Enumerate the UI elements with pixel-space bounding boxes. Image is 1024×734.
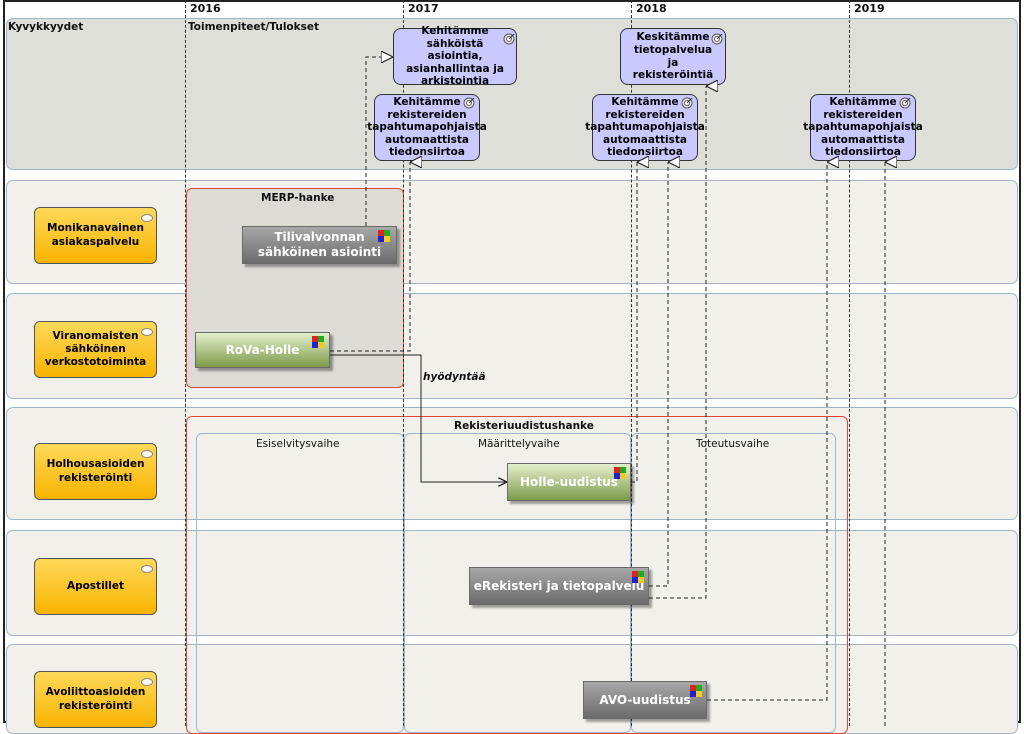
connector-rova-goal3: [330, 162, 410, 352]
connector-rova-holle-hyodyntaa: [330, 354, 507, 482]
year-2016: 2016: [190, 2, 221, 15]
year-line-2018: [631, 0, 632, 726]
target-icon: [711, 33, 723, 45]
year-2018: 2018: [636, 2, 667, 15]
cloud-icon: [141, 565, 153, 573]
connector-erekisteri-goal4: [649, 162, 668, 587]
project-avo-uudistus[interactable]: AVO-uudistus: [583, 681, 707, 719]
phase-maarittely-label: Määrittelyvaihe: [478, 438, 560, 450]
project-icon: [312, 336, 324, 348]
cloud-icon: [141, 450, 153, 458]
connector-tilivalvonta-goal1: [365, 57, 393, 226]
program-merp-label: MERP-hanke: [261, 192, 335, 204]
capability-monikanavainen-asiakaspalvelu[interactable]: Monikanavainen asiakaspalvelu: [34, 207, 157, 264]
goal-tiedonsiirto-2017[interactable]: Kehitämme rekistereiden tapahtumapohjais…: [367, 94, 487, 161]
project-icon: [378, 230, 390, 242]
relation-label-hyodyntaa: hyödyntää: [423, 371, 486, 383]
year-line-2019: [849, 0, 850, 726]
capabilities-header: Kyvykkyydet: [8, 21, 84, 33]
project-tilivalvonta[interactable]: Tilivalvonnan sähköinen asiointi: [242, 226, 397, 264]
connector-erekisteri-goal2: [649, 86, 706, 599]
cloud-icon: [141, 214, 153, 222]
capability-avoliittoasioiden-rekisterointi[interactable]: Avoliittoasioiden rekisteröinti: [34, 671, 157, 728]
connector-holle-goal4: [631, 162, 637, 483]
cloud-icon: [141, 678, 153, 686]
project-icon: [614, 467, 626, 479]
year-line-2016: [185, 0, 186, 726]
year-2017: 2017: [408, 2, 439, 15]
target-icon: [681, 97, 693, 109]
year-2019: 2019: [854, 2, 885, 15]
year-line-2017: [403, 0, 404, 726]
phase-esiselvitys-label: Esiselvitysvaihe: [256, 438, 340, 450]
connector-avo-goal5: [707, 162, 827, 701]
project-erekisteri[interactable]: eRekisteri ja tietopalvelu: [469, 567, 649, 605]
project-holle-uudistus[interactable]: Holle-uudistus: [507, 463, 631, 501]
cloud-icon: [141, 328, 153, 336]
program-rekisteriuudistus-label: Rekisteriuudistushanke: [454, 420, 594, 432]
project-rova-holle[interactable]: RoVa-Holle: [195, 332, 330, 368]
target-icon: [899, 97, 911, 109]
capability-viranomaisten-verkostotoiminta[interactable]: Viranomaisten sähköinen verkostotoiminta: [34, 321, 157, 378]
phase-toteutus-label: Toteutusvaihe: [696, 438, 770, 450]
actions-header: Toimenpiteet/Tulokset: [188, 21, 320, 33]
capability-apostillet[interactable]: Apostillet: [34, 558, 157, 615]
goal-sahkoinen-asiointi[interactable]: Kehitämme sähköistä asiointia, asianhall…: [393, 25, 517, 87]
target-icon: [503, 33, 515, 45]
capability-holhousasioiden-rekisterointi[interactable]: Holhousasioiden rekisteröinti: [34, 443, 157, 500]
project-icon: [690, 685, 702, 697]
goal-tiedonsiirto-2019[interactable]: Kehitämme rekistereiden tapahtumapohjais…: [803, 94, 923, 161]
target-icon: [463, 97, 475, 109]
project-icon: [632, 571, 644, 583]
goal-tietopalvelu[interactable]: Keskitämme tietopalvelua ja rekisteröint…: [620, 28, 726, 85]
